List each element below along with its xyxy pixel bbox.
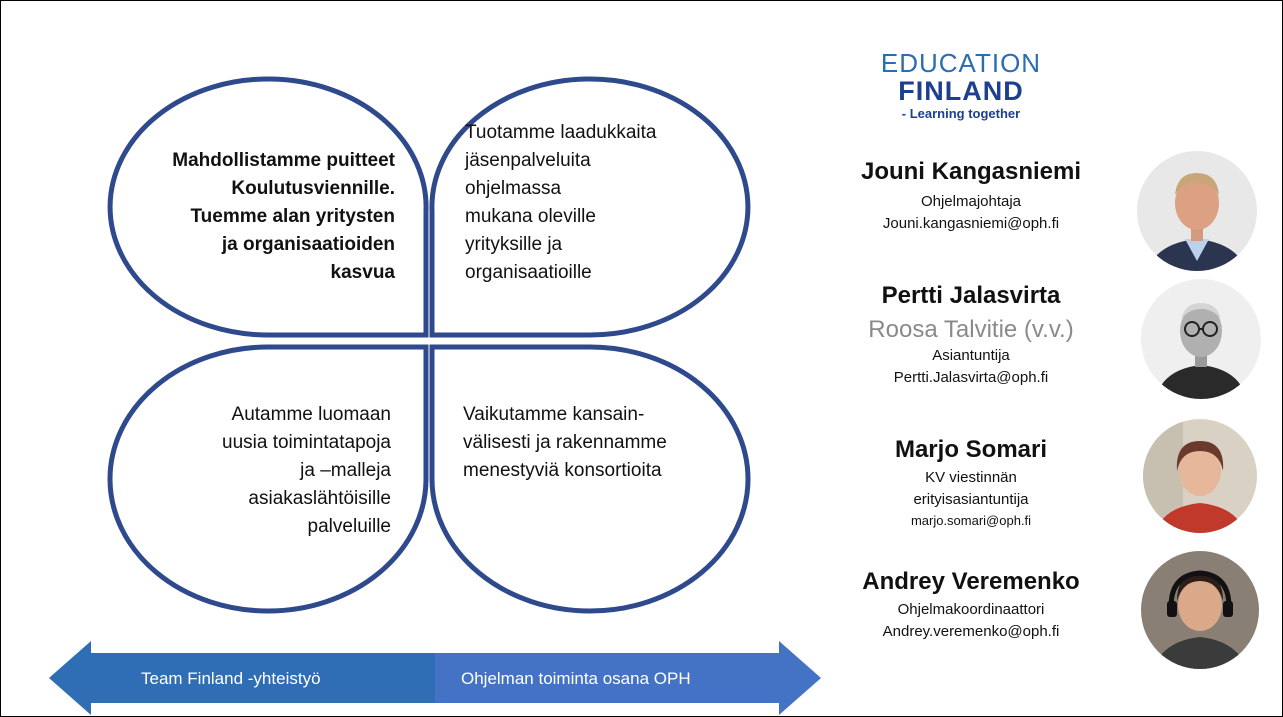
person-role: KV viestinnän — [925, 469, 1017, 486]
petal-line: Autamme luomaan — [231, 404, 391, 425]
petal-top-right — [429, 76, 751, 338]
petal-line: yrityksille ja — [465, 234, 563, 255]
avatar-pertti — [1141, 279, 1261, 399]
logo-line1: EDUCATION — [880, 48, 1042, 78]
person-role: Asiantuntija — [932, 347, 1010, 364]
person-email: Jouni.kangasniemi@oph.fi — [882, 215, 1060, 232]
person-role: erityisasiantuntija — [913, 491, 1029, 508]
petal-line: asiakaslähtöisille — [248, 488, 391, 509]
person-alt-name: Roosa Talvitie (v.v.) — [868, 316, 1074, 343]
person-name: Andrey Veremenko — [862, 568, 1080, 595]
logo-line2: FINLAND — [898, 76, 1024, 106]
petal-line: Koulutusviennille. — [231, 178, 395, 199]
arrow-label-ohjelma: Ohjelman toiminta osana OPH — [461, 669, 691, 688]
petal-line: uusia toimintatapoja — [222, 432, 391, 453]
petal-line: jäsenpalveluita — [465, 150, 591, 171]
petal-line: ja organisaatioiden — [221, 234, 395, 255]
petal-text-top-right: Tuotamme laadukkaita jäsenpalveluita ohj… — [465, 119, 745, 287]
petal-text-bottom-right: Vaikutamme kansain- välisesti ja rakenna… — [463, 401, 753, 485]
person-role: Ohjelmakoordinaattori — [897, 601, 1045, 618]
petal-top-left — [107, 76, 429, 338]
avatar-andrey — [1141, 551, 1259, 669]
avatar-jouni — [1137, 151, 1257, 271]
petal-text-top-left: Mahdollistamme puitteet Koulutusviennill… — [113, 147, 395, 287]
petal-line: ja –malleja — [300, 460, 391, 481]
petal-line: Vaikutamme kansain- — [463, 404, 645, 425]
arrow-left-half — [49, 641, 435, 715]
person-role: Ohjelmajohtaja — [920, 193, 1022, 210]
arrow-right-half — [435, 641, 821, 715]
double-arrow — [49, 641, 821, 715]
petal-bottom-right — [429, 344, 751, 614]
avatar-marjo — [1143, 419, 1257, 533]
person-email: Andrey.veremenko@oph.fi — [882, 623, 1060, 640]
petal-line: mukana oleville — [465, 206, 596, 227]
petal-line: menestyviä konsortioita — [463, 460, 662, 481]
contact-jouni: Jouni Kangasniemi Ohjelmajohtaja Jouni.k… — [821, 157, 1121, 235]
petal-line: välisesti ja rakennamme — [463, 432, 667, 453]
person-name: Pertti Jalasvirta — [881, 282, 1061, 309]
education-finland-logo: EDUCATION FINLAND - Learning together — [861, 49, 1061, 123]
petal-line: ohjelmassa — [465, 178, 562, 199]
person-email: Pertti.Jalasvirta@oph.fi — [893, 369, 1049, 386]
contact-andrey: Andrey Veremenko Ohjelmakoordinaattori A… — [821, 567, 1121, 643]
petal-line: kasvua — [330, 262, 395, 283]
person-email: marjo.somari@oph.fi — [910, 513, 1032, 528]
person-name: Marjo Somari — [894, 436, 1048, 463]
petal-line: Tuotamme laadukkaita — [465, 122, 657, 143]
clover-diagram — [107, 76, 751, 614]
contact-pertti: Pertti Jalasvirta Roosa Talvitie (v.v.) … — [821, 281, 1121, 389]
petal-bottom-left — [107, 344, 429, 614]
contact-marjo: Marjo Somari KV viestinnän erityisasiant… — [821, 435, 1121, 531]
logo-tagline: - Learning together — [901, 106, 1021, 121]
petal-line: organisaatioille — [465, 262, 592, 283]
petal-line: Tuemme alan yritysten — [190, 206, 395, 227]
arrow-label-team-finland: Team Finland -yhteistyö — [141, 669, 321, 688]
petal-line: palveluille — [307, 516, 391, 537]
petal-text-bottom-left: Autamme luomaan uusia toimintatapoja ja … — [141, 401, 391, 541]
petal-line: Mahdollistamme puitteet — [172, 150, 395, 171]
person-name: Jouni Kangasniemi — [860, 158, 1082, 185]
